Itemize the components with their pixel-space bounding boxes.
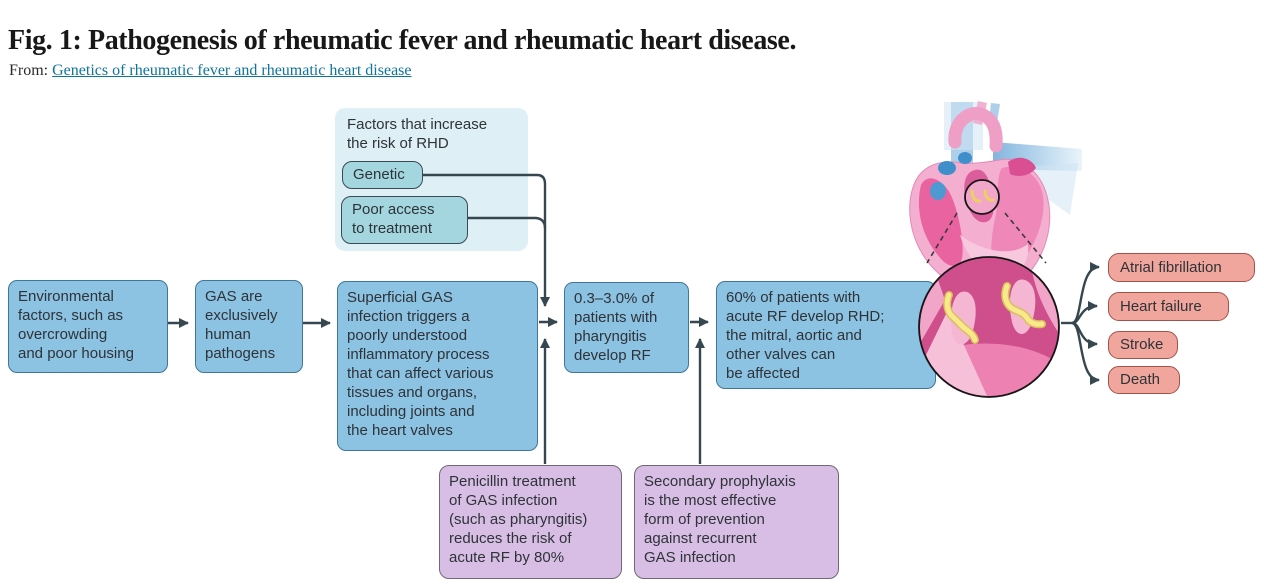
outcome-box-stroke: Stroke bbox=[1108, 331, 1178, 359]
risk-panel-title: Factors that increase the risk of RHD bbox=[347, 116, 488, 153]
prevention-box-secondary-prophylaxis: Secondary prophylaxis is the most effect… bbox=[634, 465, 839, 579]
from-label: From: bbox=[9, 62, 49, 79]
valve-focus-circle bbox=[964, 179, 1000, 215]
flow-box-environmental: Environmental factors, such as overcrowd… bbox=[8, 280, 168, 373]
heart-icon bbox=[909, 101, 1082, 297]
figure-title: Fig. 1: Pathogenesis of rheumatic fever … bbox=[8, 24, 797, 56]
branch-stroke bbox=[1071, 321, 1098, 349]
outcome-branch-arrows bbox=[1061, 262, 1100, 385]
risk-item-poor-access: Poor access to treatment bbox=[341, 196, 468, 244]
outcome-box-atrial-fibrillation: Atrial fibrillation bbox=[1108, 253, 1255, 282]
prevention-box-penicillin: Penicillin treatment of GAS infection (s… bbox=[439, 465, 622, 579]
risk-item-genetic: Genetic bbox=[342, 161, 423, 189]
outcome-box-heart-failure: Heart failure bbox=[1108, 292, 1229, 321]
branch-death bbox=[1071, 321, 1100, 385]
figure-source-line: From: Genetics of rheumatic fever and rh… bbox=[9, 62, 412, 80]
magnifier-dashed-lines bbox=[926, 212, 1047, 264]
flow-box-rf-rhd: 60% of patients with acute RF develop RH… bbox=[716, 281, 936, 389]
branch-atrial-fibrillation bbox=[1071, 262, 1100, 325]
flow-box-superficial-infection: Superficial GAS infection triggers a poo… bbox=[337, 281, 538, 451]
flow-box-gas-pathogens: GAS are exclusively human pathogens bbox=[195, 280, 303, 373]
source-link[interactable]: Genetics of rheumatic fever and rheumati… bbox=[52, 62, 412, 79]
branch-heart-failure bbox=[1071, 301, 1098, 325]
outcome-box-death: Death bbox=[1108, 366, 1180, 394]
flow-box-pharyngitis-rf: 0.3–3.0% of patients with pharyngitis de… bbox=[564, 282, 689, 373]
